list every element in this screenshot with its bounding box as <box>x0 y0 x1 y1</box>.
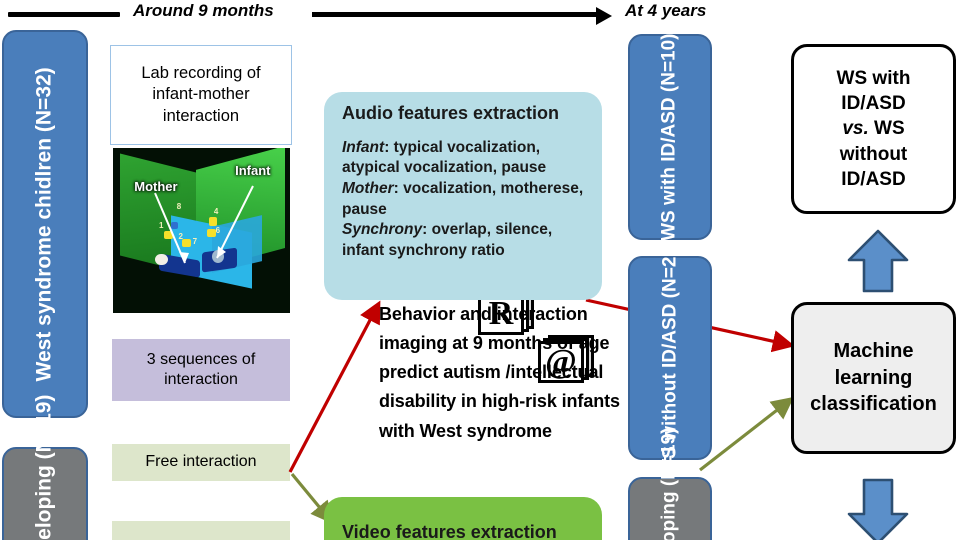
up-block-arrow-icon <box>845 228 911 299</box>
photo-label-mother: Mother <box>134 179 178 195</box>
lab-setup-photo: 1 2 4 6 7 8 Mother Infant <box>113 148 290 313</box>
comparison-line-1: WS with <box>836 68 911 90</box>
audio-feature-line-infant: Infant: typical vocalization, atypical v… <box>342 138 547 177</box>
lab-recording-card: Lab recording of infant-mother interacti… <box>110 45 292 145</box>
timeline-right-label: At 4 years <box>625 1 707 20</box>
outcome-ws-without-idasd: WS without ID/ASD (N=22) <box>628 240 712 476</box>
audio-panel-title: Audio features extraction <box>342 103 560 123</box>
timeline-left-rule <box>8 12 120 17</box>
cohort-typically-developing: Typically developing (N=19) <box>2 394 88 540</box>
comparison-line-5: ID/ASD <box>841 168 906 190</box>
third-interaction-tag <box>112 521 290 540</box>
study-finding-text: Behavior and interaction imaging at 9 mo… <box>379 304 620 441</box>
cohort-west-syndrome-label: West syndrome chidlren (N=32) <box>32 66 56 382</box>
timeline-left-label: Around 9 months <box>133 1 274 20</box>
sequences-tag: 3 sequences of interaction <box>112 339 290 401</box>
machine-learning-box: Machine learning classification <box>791 302 956 454</box>
comparison-line-2: ID/ASD <box>841 93 906 115</box>
free-interaction-label: Free interaction <box>145 453 257 471</box>
video-panel-title: Video features extraction <box>342 522 557 540</box>
audio-features-panel: Audio features extraction Infant: typica… <box>324 92 602 300</box>
photo-label-infant: Infant <box>235 162 271 178</box>
outcome-ws-with-idasd: WS with ID/ASD (N=10) <box>628 33 712 241</box>
cohort-typically-developing-label: Typically developing (N=19) <box>32 394 56 540</box>
outcome-ws-with-idasd-label: WS with ID/ASD (N=10) <box>658 33 680 241</box>
audio-feature-line-synchrony: Synchrony: overlap, silence, infant sync… <box>342 221 553 259</box>
comparison-line-4: without <box>839 143 908 165</box>
at-sign-card-icon: @ <box>538 335 596 383</box>
machine-learning-label: Machine learning classification <box>810 340 937 416</box>
cohort-west-syndrome: West syndrome chidlren (N=32) <box>2 30 88 418</box>
video-features-panel: Video features extraction <box>324 497 602 540</box>
audio-feature-line-mother: Mother: vocalization, motherese, pause <box>342 180 584 218</box>
sequences-label: 3 sequences of interaction <box>146 350 256 388</box>
outcome-typically-developing-label: Typically developing (N=19) <box>659 427 681 540</box>
down-block-arrow-icon <box>845 476 911 540</box>
timeline-arrow-shaft <box>312 12 598 17</box>
timeline-arrow-head-icon <box>596 7 612 25</box>
outcome-typically-developing: Typically developing (N=19) <box>628 427 712 540</box>
free-interaction-tag: Free interaction <box>112 444 290 481</box>
lab-recording-label: Lab recording of infant-mother interacti… <box>141 63 261 125</box>
comparison-line-3: vs. WS <box>842 118 905 140</box>
comparison-box: WS with ID/ASD vs. WS without ID/ASD <box>791 44 956 214</box>
